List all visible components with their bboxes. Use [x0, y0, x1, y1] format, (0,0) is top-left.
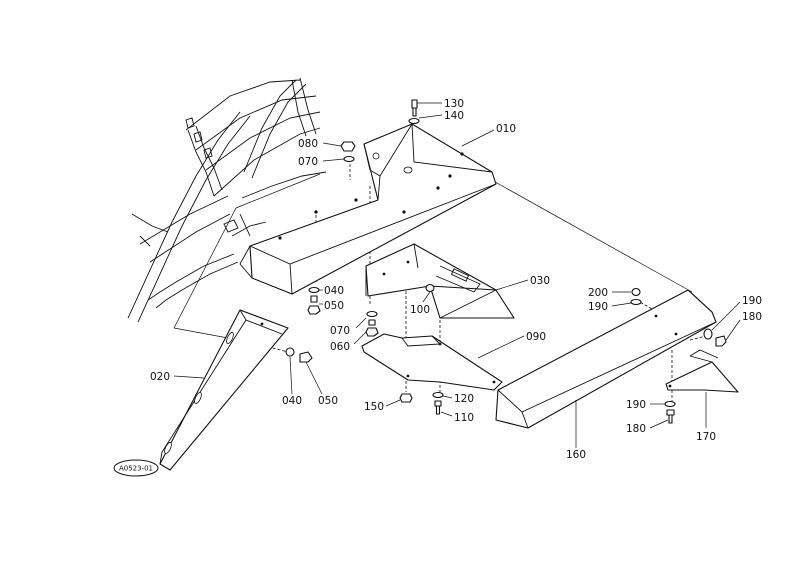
bracket-part-170	[665, 349, 739, 393]
label-060: 060	[330, 341, 350, 353]
label-040-lower: 040	[282, 395, 302, 407]
cover-part-010	[239, 123, 497, 295]
leader-lines	[173, 102, 741, 448]
label-070-upper: 070	[298, 156, 318, 168]
drawing-code-stamp: A0523-01	[113, 459, 159, 477]
label-110: 110	[454, 412, 474, 424]
bar-part-160	[495, 289, 717, 429]
label-120: 120	[454, 393, 474, 405]
label-150: 150	[364, 401, 384, 413]
label-140: 140	[444, 110, 464, 122]
label-090: 090	[526, 331, 546, 343]
tractor-frame	[127, 77, 327, 323]
label-050-lower: 050	[318, 395, 338, 407]
label-180-lower: 180	[626, 423, 646, 435]
label-040-upper: 040	[324, 285, 344, 297]
label-100: 100	[410, 304, 430, 316]
label-050-upper: 050	[324, 300, 344, 312]
drawing-code-text: A0523-01	[119, 465, 153, 473]
label-070-lower: 070	[330, 325, 350, 337]
plate-part-090	[361, 333, 503, 391]
label-190-left: 190	[588, 301, 608, 313]
label-080: 080	[298, 138, 318, 150]
side-plate-part-020	[159, 309, 289, 471]
label-020: 020	[150, 371, 170, 383]
label-130: 130	[444, 98, 464, 110]
label-030: 030	[530, 275, 550, 287]
label-200: 200	[588, 287, 608, 299]
fasteners	[285, 99, 727, 424]
label-010: 010	[496, 123, 516, 135]
label-190-lower: 190	[626, 399, 646, 411]
label-160: 160	[566, 449, 586, 461]
bracket-part-030	[365, 243, 515, 319]
part-labels: 130 140 010 080 070 040 050 070 060 100 …	[150, 98, 762, 461]
label-190-right: 190	[742, 295, 762, 307]
connector-lines	[173, 173, 693, 339]
label-170: 170	[696, 431, 716, 443]
label-180-right: 180	[742, 311, 762, 323]
